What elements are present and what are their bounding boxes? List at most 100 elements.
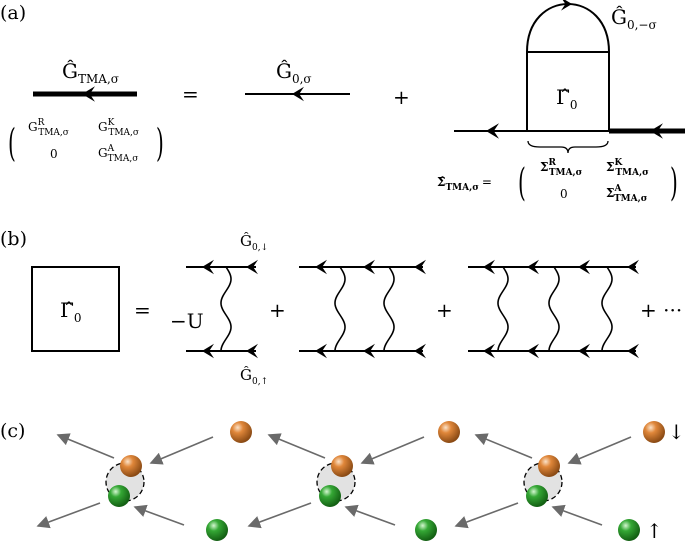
interaction-wavy-line — [334, 266, 346, 352]
sigma-matrix-right-paren: ) — [670, 162, 678, 206]
self-energy-brace — [527, 140, 609, 154]
gamma-box-label: Γ̂0 — [60, 298, 82, 325]
plus-sign-2: + — [436, 298, 453, 322]
spin-up-particle — [526, 485, 548, 507]
sigma-entry-zero: 0 — [560, 187, 568, 201]
plus-sign-1: + — [269, 298, 286, 322]
scattering-arrow — [454, 502, 519, 529]
scattering-arrow — [551, 504, 603, 526]
spin-up-particle — [415, 519, 437, 541]
arrowhead-icon — [363, 259, 375, 275]
arrowhead-icon — [486, 123, 499, 139]
pair-scattering-event-3 — [454, 433, 632, 529]
scattering-arrow — [149, 436, 214, 465]
panel-label-c: (c) — [0, 420, 25, 442]
arrowhead-icon — [527, 259, 539, 275]
arrowhead-icon — [561, 0, 572, 11]
g0-up-label: Ĝ0,↑ — [240, 366, 268, 387]
sigma-matrix-left-paren: ( — [518, 162, 526, 206]
arrowhead-icon — [561, 0, 572, 11]
scattering-arrow — [133, 504, 185, 526]
interaction-wavy-line — [220, 266, 232, 352]
scattering-arrow — [36, 502, 101, 529]
spin-up-particle — [108, 485, 130, 507]
g0-down-label: Ĝ0,↓ — [240, 232, 268, 253]
ladder-diagram-2 — [299, 259, 426, 359]
matrix-entry-zero: 0 — [50, 147, 58, 161]
scattering-arrow — [474, 433, 533, 459]
gamma-box — [31, 266, 120, 352]
scattering-arrow — [360, 436, 425, 465]
panel-b: Γ̂0 = −U Ĝ0,↓ Ĝ0,↑ + + + ··· — [31, 232, 682, 387]
arrowhead-icon — [483, 259, 495, 275]
scattering-arrow — [56, 433, 115, 459]
arrowhead-icon — [315, 259, 327, 275]
interaction-wavy-line — [601, 266, 613, 352]
arrowhead-icon — [363, 343, 375, 359]
interaction-wavy-line — [497, 266, 509, 352]
arrowhead-icon — [292, 86, 304, 102]
ladder-diagram-3 — [468, 259, 639, 359]
arrowhead-icon — [650, 123, 663, 139]
spin-down-particle — [331, 455, 353, 477]
spin-down-particle — [538, 455, 560, 477]
panel-c: ↓ ↑ — [36, 420, 685, 543]
arrowhead-icon — [578, 343, 590, 359]
arrowhead-icon — [202, 343, 214, 359]
arrowhead-icon — [627, 259, 639, 275]
arrowhead-icon — [292, 86, 304, 102]
spin-up-particle — [206, 519, 228, 541]
g-tma-label: ĜTMA,σ — [62, 58, 119, 86]
panel-label-a: (a) — [0, 2, 26, 24]
equals-sign-b: = — [134, 298, 151, 322]
scattering-arrow — [247, 502, 312, 529]
spin-down-particle — [438, 421, 460, 443]
arrowhead-icon — [578, 259, 590, 275]
arrowhead-icon — [527, 343, 539, 359]
interaction-wavy-line — [383, 266, 395, 352]
arrowhead-icon — [650, 123, 663, 139]
arrowhead-icon — [486, 123, 499, 139]
matrix-left-paren: ( — [8, 122, 16, 166]
arrowhead-icon — [414, 259, 426, 275]
interaction-wavy-line — [548, 266, 560, 352]
arrowhead-icon — [82, 86, 95, 102]
minus-u-label: −U — [170, 309, 204, 333]
gamma-label: Γ̂0 — [556, 85, 578, 112]
plus-sign: + — [393, 85, 410, 109]
arrowhead-icon — [202, 259, 214, 275]
scattering-arrow — [344, 504, 396, 526]
spin-up-particle — [618, 519, 640, 541]
plus-ellipsis: + ··· — [640, 298, 682, 322]
arrowhead-icon — [246, 343, 258, 359]
loop-propagator-arc — [526, 3, 610, 53]
spin-down-particle — [120, 455, 142, 477]
g0-minus-sigma-label: Ĝ0,−σ — [611, 4, 657, 32]
arrowhead-icon — [414, 343, 426, 359]
panel-label-b: (b) — [0, 228, 27, 250]
spin-up-symbol: ↑ — [646, 519, 663, 543]
spin-down-particle — [230, 421, 252, 443]
arrowhead-icon — [246, 259, 258, 275]
matrix-right-paren: ) — [156, 122, 164, 166]
sigma-tma-label: Σ̂TMA,σ= — [437, 175, 492, 193]
pair-scattering-event-2 — [247, 433, 425, 529]
arrowhead-icon — [82, 86, 95, 102]
equals-sign: = — [182, 82, 199, 106]
arrowhead-icon — [315, 343, 327, 359]
g0-label: Ĝ0,σ — [276, 58, 312, 86]
spin-down-symbol: ↓ — [668, 420, 685, 444]
arrowhead-icon — [483, 343, 495, 359]
pair-scattering-event-1 — [36, 433, 214, 529]
arrowhead-icon — [627, 343, 639, 359]
spin-up-particle — [319, 485, 341, 507]
scattering-arrow — [567, 436, 632, 465]
